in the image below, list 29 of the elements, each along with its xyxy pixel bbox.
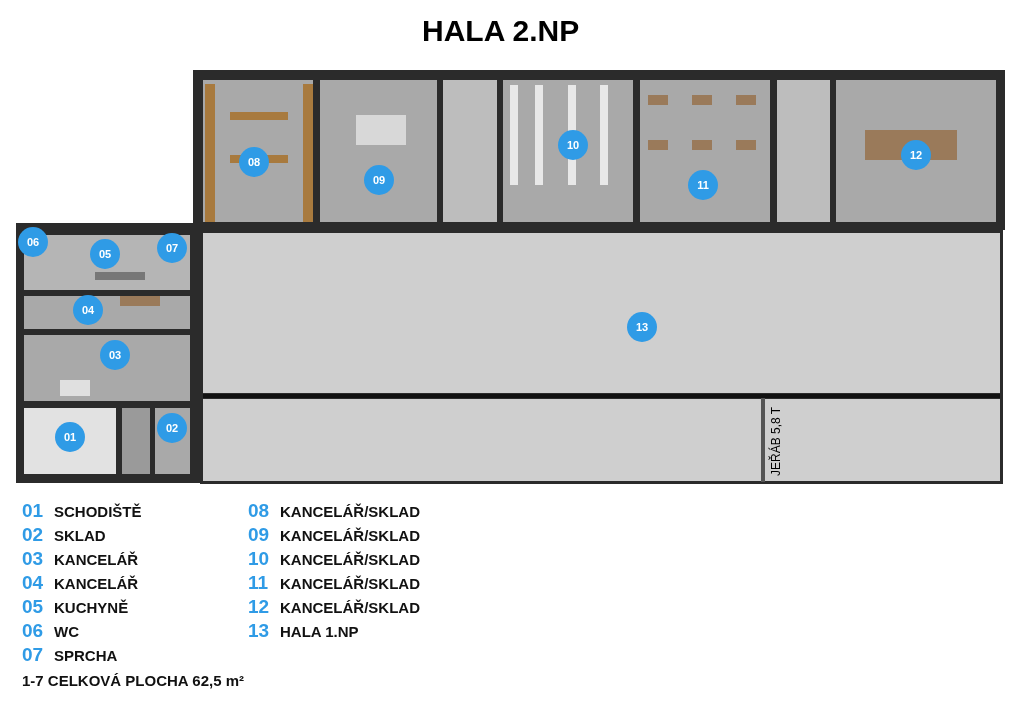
room-name: HALA 1.NP: [280, 624, 359, 639]
room-name: KANCELÁŘ/SKLAD: [280, 552, 420, 567]
crane-label: JEŘÁB 5,8 T: [770, 406, 782, 476]
room-number: 02: [22, 525, 44, 544]
room-name: KANCELÁŘ/SKLAD: [280, 504, 420, 519]
room-name: WC: [54, 624, 79, 639]
room-name: KANCELÁŘ/SKLAD: [280, 576, 420, 591]
room-number: 07: [22, 645, 44, 664]
room-number: 01: [22, 501, 44, 520]
room-number: 04: [22, 573, 44, 592]
room-number: 06: [22, 621, 44, 640]
room-number: 11: [248, 573, 269, 592]
room-name: KANCELÁŘ/SKLAD: [280, 528, 420, 543]
room-number: 13: [248, 621, 270, 640]
room-name: KANCELÁŘ: [54, 552, 139, 567]
room-number: 12: [248, 597, 270, 616]
page-title: HALA 2.NP: [422, 14, 580, 48]
room-number: 10: [248, 549, 270, 568]
room-number: 09: [248, 525, 270, 544]
room-number: 08: [248, 501, 270, 520]
room-number: 05: [22, 597, 44, 616]
room-name: KANCELÁŘ/SKLAD: [280, 600, 420, 615]
total-area-note: 1-7 CELKOVÁ PLOCHA 62,5 m²: [22, 673, 244, 688]
room-name: SPRCHA: [54, 648, 118, 663]
room-name: SCHODIŠTĚ: [54, 504, 142, 519]
room-name: KUCHYNĚ: [54, 600, 129, 615]
room-name: SKLAD: [54, 528, 106, 543]
room-name: KANCELÁŘ: [54, 576, 139, 591]
room-number: 03: [22, 549, 44, 568]
